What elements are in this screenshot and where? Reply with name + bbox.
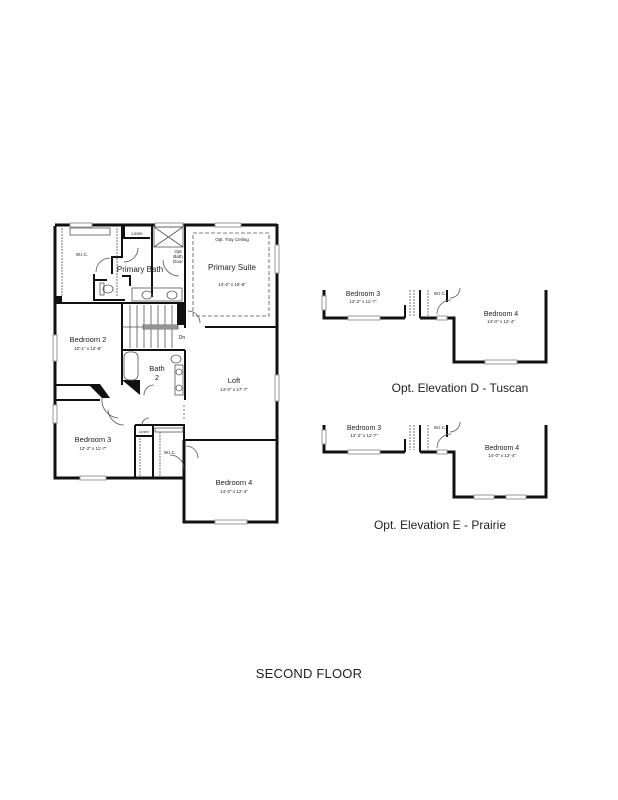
loft-label: Loft xyxy=(228,376,241,385)
elevation-tuscan-plan: Bedroom 3 12'-2" x 11'-7" W.I.C. Bedroom… xyxy=(321,287,548,365)
elevation-prairie-plan: Bedroom 3 12'-2" x 11'-7" W.I.C. Bedroom… xyxy=(321,421,548,500)
linen-primary-label: Linen xyxy=(131,231,143,236)
bedroom4-label: Bedroom 4 xyxy=(216,478,253,487)
windows xyxy=(52,222,280,525)
prairie-wic-label: W.I.C. xyxy=(434,425,446,430)
loft-dims: 14'-0" x 17'-7" xyxy=(220,387,248,392)
wall-accents xyxy=(55,296,185,398)
bedroom3-dims: 12'-2" x 11'-7" xyxy=(79,446,107,451)
stairs-down-label: Dn xyxy=(179,335,186,341)
tuscan-bedroom4-dims: 14'-0" x 12'-4" xyxy=(487,319,515,324)
tuscan-bedroom3-dims: 12'-2" x 11'-7" xyxy=(349,299,377,304)
bath2-number: 2 xyxy=(155,373,159,382)
wic-primary-label: W.I.C. xyxy=(76,252,88,257)
bedroom3-label: Bedroom 3 xyxy=(75,435,112,444)
tray-ceiling-note: Opt. Tray Ceiling xyxy=(215,237,249,242)
main-plan-labels: W.I.C. Linen Primary Bath Opt Bath Door … xyxy=(70,231,257,494)
opt-bath-door-label: Opt xyxy=(174,249,182,254)
bedroom2-label: Bedroom 2 xyxy=(70,335,107,344)
opt-bath-door-label: Door xyxy=(173,259,183,264)
exterior-wall xyxy=(53,226,184,480)
floor-title: SECOND FLOOR xyxy=(255,666,363,681)
tuscan-wic-label: W.I.C. xyxy=(434,291,446,296)
prairie-bedroom4-dims: 14'-0" x 12'-4" xyxy=(488,453,516,458)
prairie-bedroom3-label: Bedroom 3 xyxy=(347,425,381,432)
prairie-bedroom3-dims: 12'-2" x 11'-7" xyxy=(350,433,378,438)
prairie-bedroom4-label: Bedroom 4 xyxy=(485,445,519,452)
bath2-label: Bath xyxy=(149,364,164,373)
linen-hall-label: Linen xyxy=(139,429,149,434)
tuscan-bedroom4-label: Bedroom 4 xyxy=(484,311,518,318)
primary-bath-label: Primary Bath xyxy=(117,265,163,274)
tuscan-bedroom3-label: Bedroom 3 xyxy=(346,291,380,298)
fixtures xyxy=(61,226,270,476)
wic-bed4-label: W.I.C. xyxy=(164,450,176,455)
primary-suite-dims: 14'-0" x 15'-8" xyxy=(218,282,246,287)
primary-suite-label: Primary Suite xyxy=(208,263,257,272)
interior-walls xyxy=(55,226,277,478)
bedroom4-dims: 14'-0" x 12'-4" xyxy=(220,489,248,494)
tuscan-elevation-caption: Opt. Elevation D - Tuscan xyxy=(391,381,529,395)
bedroom2-dims: 10'-1" x 12'-8" xyxy=(74,346,102,351)
prairie-elevation-caption: Opt. Elevation E - Prairie xyxy=(373,518,507,532)
opt-bath-door-label: Bath xyxy=(173,254,183,259)
